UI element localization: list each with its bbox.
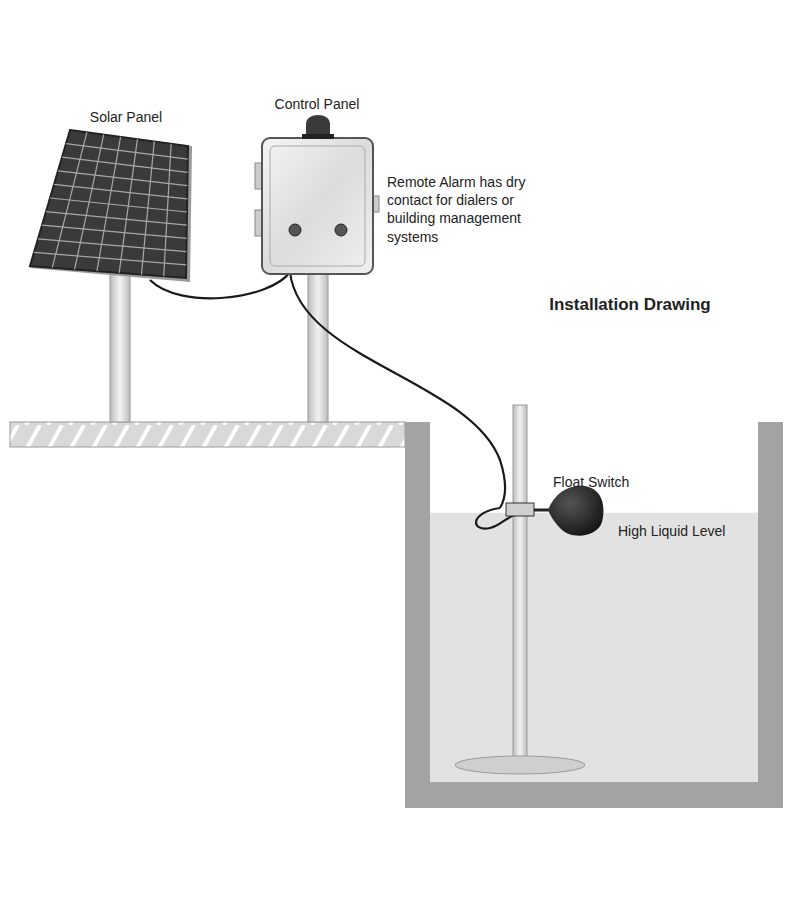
ground	[10, 422, 405, 447]
indicator	[289, 224, 301, 236]
panel-frame-back	[30, 130, 192, 282]
panel-pole	[308, 270, 328, 422]
note-label: Remote Alarm has dry contact for dialers…	[387, 173, 539, 246]
part-label: Solar Panel	[90, 108, 162, 126]
drawing-title: Installation Drawing	[549, 294, 711, 316]
pole-base	[455, 756, 585, 774]
float-switch	[548, 486, 603, 536]
solar-cells	[34, 132, 188, 276]
float-pole	[513, 405, 527, 767]
indicator	[335, 224, 347, 236]
pit-wall	[405, 422, 783, 808]
level-label: High Liquid Level	[618, 522, 725, 540]
float-cable	[290, 272, 505, 508]
solar-panel	[30, 130, 188, 278]
liquid	[430, 512, 758, 782]
float-clamp	[506, 503, 534, 516]
part-label: Control Panel	[275, 95, 360, 113]
part-label: Float Switch	[553, 473, 629, 491]
solar-cable	[150, 272, 290, 298]
control-box	[262, 138, 373, 274]
solar-pole	[110, 268, 130, 422]
